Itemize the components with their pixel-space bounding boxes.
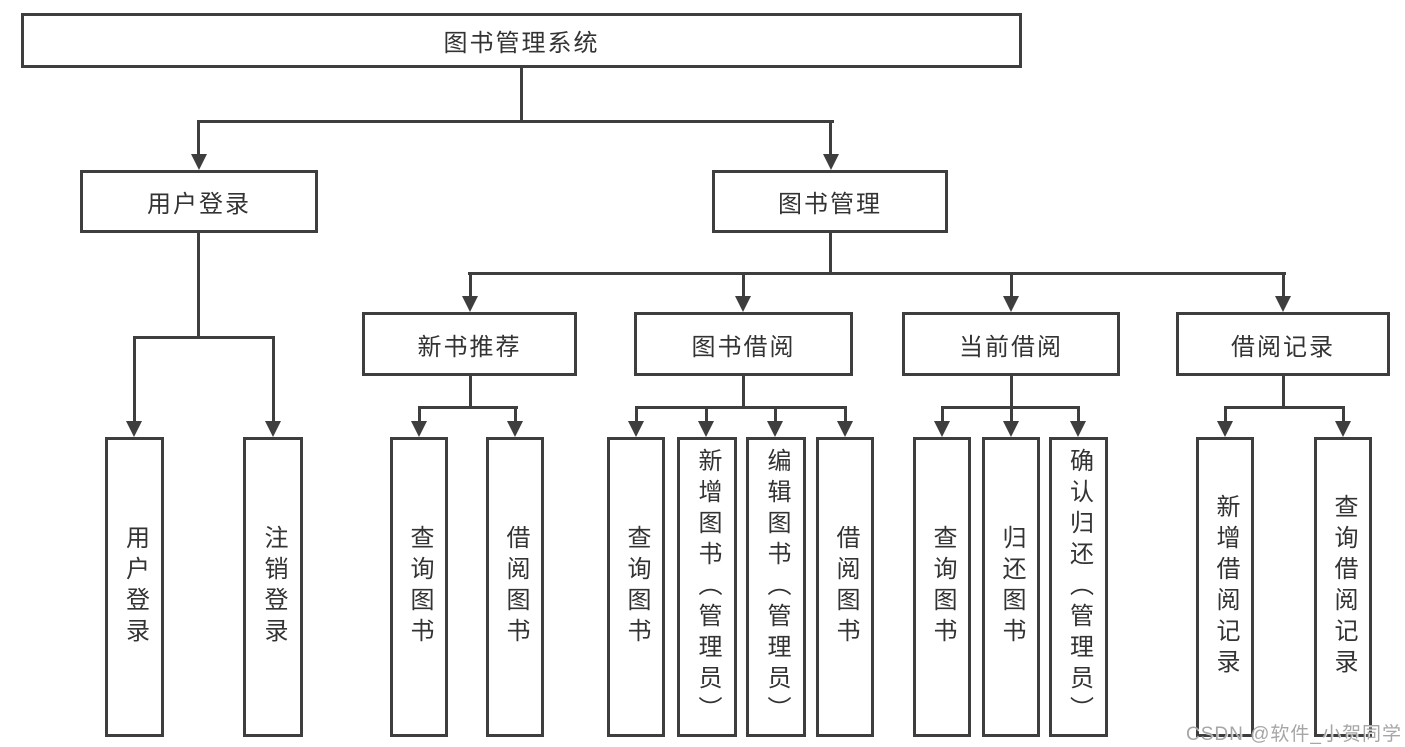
connector-line — [272, 336, 275, 424]
connector-line — [1010, 376, 1013, 408]
connector-line — [418, 406, 518, 409]
node-user-login: 用户登录 — [80, 170, 318, 233]
node-label: 借阅记录 — [1231, 333, 1335, 361]
connector-line — [635, 406, 847, 409]
node-label: 归还图书 — [998, 525, 1025, 649]
connector-arrowhead — [191, 154, 207, 170]
node-book-borrow: 图书借阅 — [634, 312, 853, 376]
node-nbr-borrow-books: 借阅图书 — [486, 437, 544, 737]
connector-line — [469, 376, 472, 408]
connector-arrowhead — [823, 154, 839, 170]
connector-line — [1010, 406, 1013, 424]
connector-line — [520, 68, 523, 122]
connector-line — [133, 336, 275, 339]
connector-line — [844, 406, 847, 424]
node-cb-query-books: 查询图书 — [913, 437, 971, 737]
node-nbr-query-books: 查询图书 — [390, 437, 448, 737]
node-label: 新增图书（管理员） — [694, 447, 721, 727]
connector-arrowhead — [934, 421, 950, 437]
node-br-query-record: 查询借阅记录 — [1314, 437, 1372, 737]
connector-arrowhead — [411, 421, 427, 437]
node-label: 查询图书 — [929, 525, 956, 649]
node-bb-query-books: 查询图书 — [607, 437, 665, 737]
connector-line — [829, 120, 832, 157]
connector-line — [1077, 406, 1080, 424]
connector-line — [197, 120, 834, 123]
node-new-book-recommend: 新书推荐 — [362, 312, 577, 376]
connector-arrowhead — [1070, 421, 1086, 437]
connector-arrowhead — [735, 296, 751, 312]
node-label: 查询图书 — [406, 525, 433, 649]
node-logout: 注销登录 — [243, 437, 303, 737]
connector-line — [941, 406, 944, 424]
node-bb-edit-book-admin: 编辑图书（管理员） — [746, 437, 806, 737]
connector-line — [742, 376, 745, 408]
node-label: 确认归还（管理员） — [1065, 447, 1093, 727]
node-br-add-record: 新增借阅记录 — [1196, 437, 1254, 737]
node-book-management: 图书管理 — [712, 170, 948, 233]
node-cb-confirm-return-admin: 确认归还（管理员） — [1049, 437, 1108, 737]
connector-line — [1224, 406, 1345, 409]
connector-line — [635, 406, 638, 424]
connector-line — [829, 233, 832, 274]
connector-arrowhead — [462, 296, 478, 312]
node-label: 查询图书 — [623, 525, 650, 649]
csdn-watermark: CSDN @软件_小贺同学 — [1186, 724, 1402, 745]
node-cb-return-books: 归还图书 — [982, 437, 1040, 737]
connector-line — [774, 406, 777, 424]
node-label: 借阅图书 — [832, 525, 859, 649]
node-label: 注销登录 — [260, 525, 287, 649]
connector-line — [1010, 272, 1013, 299]
connector-line — [1282, 272, 1285, 299]
node-root: 图书管理系统 — [21, 13, 1022, 68]
node-borrow-records: 借阅记录 — [1176, 312, 1390, 376]
connector-arrowhead — [698, 421, 714, 437]
node-label: 借阅图书 — [502, 525, 529, 649]
connector-line — [197, 233, 200, 338]
node-bb-add-book-admin: 新增图书（管理员） — [677, 437, 737, 737]
connector-line — [1224, 406, 1227, 424]
node-bb-borrow-books: 借阅图书 — [816, 437, 874, 737]
node-label: 图书借阅 — [691, 333, 796, 361]
node-label: 用户登录 — [147, 191, 251, 218]
connector-line — [133, 336, 136, 424]
node-label: 编辑图书（管理员） — [763, 447, 790, 727]
node-label: 新增借阅记录 — [1212, 494, 1239, 680]
node-login: 用户登录 — [105, 437, 164, 737]
connector-arrowhead — [837, 421, 853, 437]
connector-arrowhead — [1275, 296, 1291, 312]
node-label: 当前借阅 — [959, 333, 1063, 361]
node-current-borrow: 当前借阅 — [902, 312, 1120, 376]
connector-line — [514, 406, 517, 424]
connector-arrowhead — [628, 421, 644, 437]
connector-arrowhead — [767, 421, 783, 437]
connector-arrowhead — [126, 421, 142, 437]
node-label: 新书推荐 — [417, 333, 522, 361]
connector-line — [468, 272, 1286, 275]
connector-line — [1342, 406, 1345, 424]
node-label: 用户登录 — [121, 525, 149, 649]
connector-arrowhead — [1335, 421, 1351, 437]
node-label: 图书管理 — [778, 191, 882, 218]
connector-arrowhead — [265, 421, 281, 437]
node-root-label: 图书管理系统 — [443, 30, 600, 57]
connector-line — [197, 120, 200, 157]
connector-arrowhead — [1003, 296, 1019, 312]
connector-arrowhead — [507, 421, 523, 437]
node-label: 查询借阅记录 — [1330, 494, 1357, 680]
connector-line — [418, 406, 421, 424]
connector-line — [705, 406, 708, 424]
connector-line — [742, 272, 745, 299]
connector-line — [1282, 376, 1285, 408]
connector-arrowhead — [1217, 421, 1233, 437]
connector-line — [469, 272, 472, 299]
connector-arrowhead — [1003, 421, 1019, 437]
